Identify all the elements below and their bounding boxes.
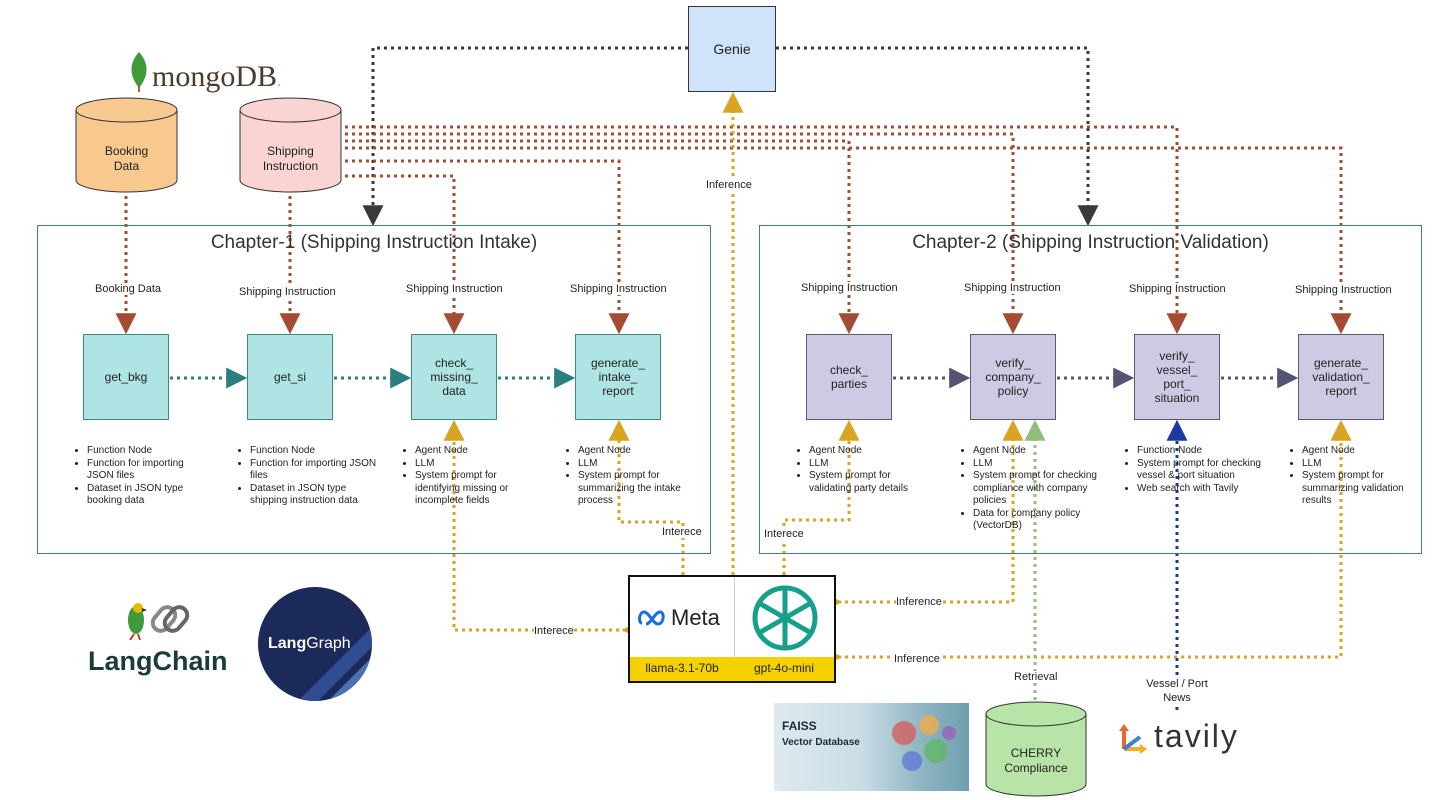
node-label: get_bkg [104, 370, 148, 384]
genie-node[interactable]: Genie [688, 6, 776, 92]
mongodb-logo [124, 50, 154, 99]
edge-label-interece: Interece [662, 526, 702, 538]
openai-model-label: gpt-4o-mini [753, 661, 815, 675]
faiss-title: FAISS [782, 719, 817, 733]
node-get-si[interactable]: get_si [247, 334, 333, 420]
si-to-check-parties-edge [345, 139, 860, 335]
si-to-verify-vessel-edge [345, 125, 1188, 335]
tavily-wordmark: tavily [1154, 718, 1239, 754]
node-description: Function NodeFunction for importing JSON… [75, 445, 205, 508]
ch2-input-label: Shipping Instruction [1295, 284, 1392, 296]
meta-model-label: llama-3.1-70b [645, 661, 719, 675]
edge-label-inference: Inference [896, 596, 942, 608]
chapter1-title: Chapter-1 (Shipping Instruction Intake) [210, 232, 538, 253]
genie-to-chapter2-edge [776, 46, 1099, 227]
faiss-cluster-icon [892, 715, 956, 771]
ch1-input-label: Shipping Instruction [406, 283, 503, 295]
llm-divider [734, 577, 735, 657]
langchain-wordmark: LangChain [88, 646, 228, 676]
chapter2-panel: Chapter-2 (Shipping Instruction Validati… [759, 225, 1422, 554]
node-description: Agent NodeLLMSystem prompt for checking … [961, 445, 1098, 533]
si-to-validation-report-edge [345, 146, 1352, 335]
si-to-verify-policy-edge [345, 132, 1024, 335]
meta-logo: Meta [638, 605, 720, 631]
mongodb-leaf-icon [131, 52, 147, 92]
node-label: get_si [273, 370, 307, 384]
node-label: generate_ intake_ report [590, 356, 646, 398]
node-description: Agent NodeLLMSystem prompt for identifyi… [403, 445, 535, 508]
ch1-input-label: Shipping Instruction [570, 283, 667, 295]
node-check-missing-data[interactable]: check_ missing_ data [411, 334, 497, 420]
shipping-instruction-store [239, 97, 342, 193]
edge-label-inference: Inference [706, 179, 752, 191]
edge-label-vessel-news: Vessel / Port News [1146, 677, 1208, 705]
langgraph-stripes-icon [298, 627, 372, 701]
cherry-compliance-store [985, 701, 1087, 797]
chapter2-title: Chapter-2 (Shipping Instruction Validati… [912, 232, 1269, 253]
node-label: check_ missing_ data [430, 356, 478, 398]
genie-to-chapter1-edge [362, 46, 688, 227]
model-bar [630, 657, 834, 681]
node-label: verify_ vessel_ port_ situation [1154, 349, 1200, 405]
langgraph-wordmark: LangGraph [268, 635, 351, 652]
langchain-parrot-chain-icon [128, 603, 190, 641]
node-label: check_ parties [829, 363, 869, 391]
si-to-intake-report-edge [345, 159, 630, 335]
node-generate-validation-report[interactable]: generate_ validation_ report [1298, 334, 1384, 420]
edge-label-retrieval: Retrieval [1014, 671, 1058, 683]
openai-icon [752, 585, 818, 651]
meta-infinity-icon [638, 610, 665, 626]
node-verify-vessel-port-situation[interactable]: verify_ vessel_ port_ situation [1134, 334, 1220, 420]
edge-label-interece: Interece [764, 528, 804, 540]
chapter1-panel: Chapter-1 (Shipping Instruction Intake) [37, 225, 711, 554]
node-label: verify_ company_ policy [985, 356, 1041, 398]
llm-to-validation-report-edge [821, 419, 1352, 668]
node-description: Agent NodeLLMSystem prompt for summarizi… [1290, 445, 1427, 508]
node-check-parties[interactable]: check_ parties [806, 334, 892, 420]
node-description: Function NodeSystem prompt for checking … [1125, 445, 1267, 495]
ch2-input-label: Shipping Instruction [1129, 283, 1226, 295]
node-description: Agent NodeLLMSystem prompt for summarizi… [566, 445, 708, 508]
node-get-bkg[interactable]: get_bkg [83, 334, 169, 420]
node-verify-company-policy[interactable]: verify_ company_ policy [970, 334, 1056, 420]
faiss-subtitle: Vector Database [782, 737, 860, 748]
node-description: Function NodeFunction for importing JSON… [238, 445, 380, 508]
ch1-input-label: Shipping Instruction [239, 286, 336, 298]
langgraph-logo: LangGraph [258, 587, 372, 701]
ch2-input-label: Shipping Instruction [801, 282, 898, 294]
shipping-instruction-label: Shipping Instruction [262, 144, 319, 173]
genie-label: Genie [713, 41, 751, 57]
cherry-compliance-label: CHERRY Compliance [1004, 746, 1068, 775]
tavily-logo [1116, 721, 1150, 760]
mongodb-wordmark: mongoDB. [152, 60, 282, 93]
booking-data-label: Booking Data [104, 144, 149, 173]
node-description: Agent NodeLLMSystem prompt for validatin… [797, 445, 934, 495]
llm-provider-box: Meta llama-3.1-70b gpt-4o-mini [628, 575, 836, 683]
meta-label: Meta [671, 605, 720, 630]
ch2-input-label: Shipping Instruction [964, 282, 1061, 294]
edge-label-interece: Interece [534, 625, 574, 637]
tavily-arrows-icon [1119, 724, 1147, 754]
edge-label-inference: Inference [894, 653, 940, 665]
node-generate-intake-report[interactable]: generate_ intake_ report [575, 334, 661, 420]
langchain-logo [120, 600, 196, 645]
si-to-check-missing-edge [345, 174, 465, 335]
node-label: generate_ validation_ report [1312, 356, 1370, 398]
ch1-input-label: Booking Data [95, 283, 162, 295]
booking-data-store [75, 97, 178, 193]
llm-to-intake-report-edge [608, 419, 685, 575]
faiss-logo: FAISS Vector Database [774, 703, 969, 791]
